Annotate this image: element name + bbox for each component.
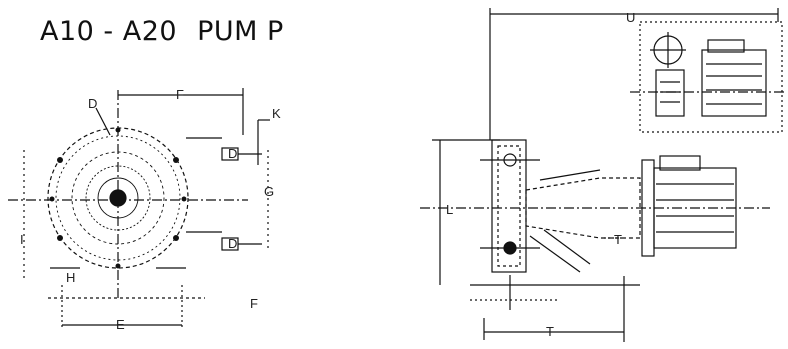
dim-label-t-motor: T [614, 232, 622, 247]
hub-ring [97, 177, 139, 219]
inlet-port [186, 231, 262, 251]
dim-label-k: K [272, 106, 281, 121]
drawing-title: A10 - A20 PUM P [40, 16, 284, 47]
dim-label-f-lower: F [250, 296, 258, 311]
top-view-motor [701, 49, 767, 117]
motor-body [653, 167, 737, 249]
dim-label-u: U [626, 10, 635, 25]
dim-label-f: F [176, 87, 184, 102]
front-view [8, 88, 270, 330]
top-view-terminal-box [707, 39, 745, 53]
dim-label-t: T [546, 324, 554, 339]
impeller-inner [85, 165, 151, 231]
dim-label-g: G [264, 184, 274, 199]
top-view-frame [639, 21, 783, 133]
dim-label-h: H [66, 270, 75, 285]
pump-casing-inner [55, 135, 181, 261]
flange-bolts [49, 127, 187, 269]
support-strut [529, 235, 581, 273]
side-view [420, 8, 786, 342]
motor-terminal-box [659, 155, 701, 171]
dim-label-l-side: L [446, 202, 453, 217]
shaft-centre [109, 189, 127, 207]
coupling-bracket [525, 177, 641, 239]
outlet-port [186, 137, 262, 161]
dim-label-e: E [116, 317, 125, 332]
leader-d [95, 107, 111, 136]
top-view-pump-body [655, 69, 685, 117]
dim-label-d-top: D [88, 96, 97, 111]
impeller-outline [71, 151, 165, 245]
dim-label-l-front: I [20, 232, 24, 247]
dim-label-outlet: D [228, 146, 237, 161]
title-pump-word: PUM P [197, 16, 284, 47]
dim-label-inlet: D [228, 236, 237, 251]
title-model-range: A10 - A20 [40, 16, 178, 47]
